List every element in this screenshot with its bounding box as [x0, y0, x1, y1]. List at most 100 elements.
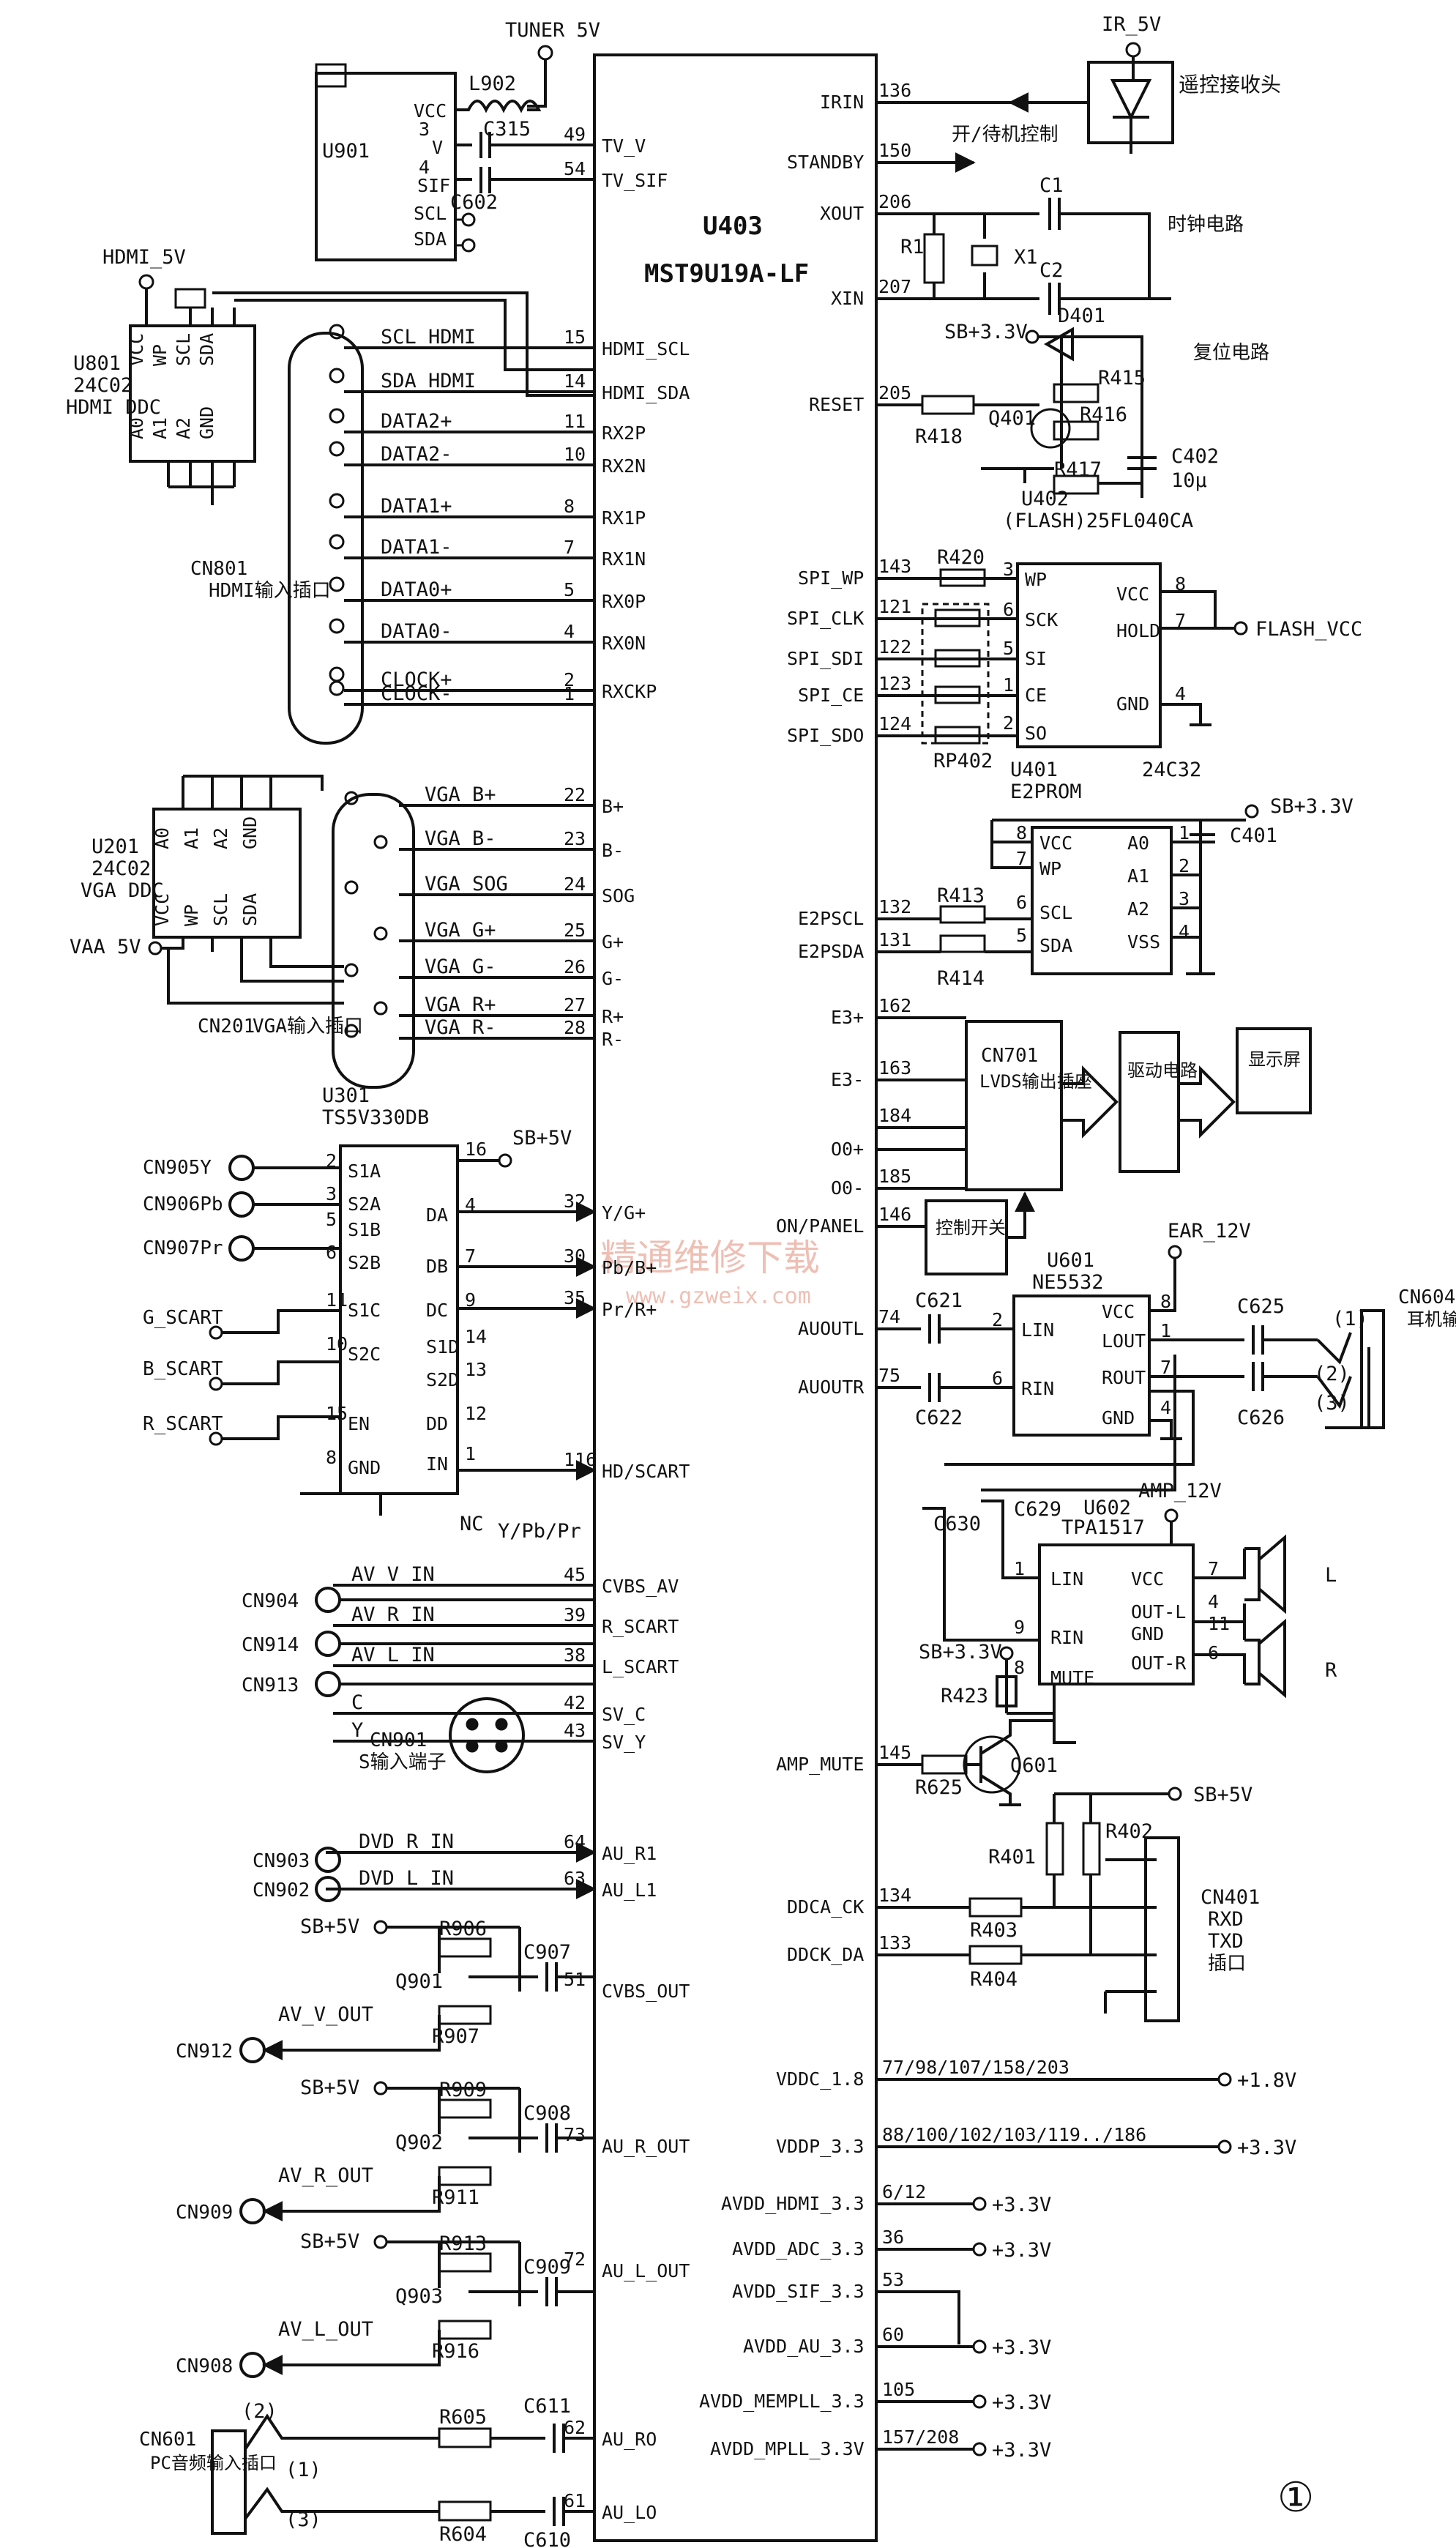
flash-pin-label: GND	[1116, 693, 1149, 715]
cn604-connector[interactable]	[1360, 1309, 1385, 1429]
u403-left-pin-number: 42	[564, 1692, 586, 1713]
u403-left-pin-number: 7	[564, 537, 575, 558]
c625-label: C625	[1237, 1295, 1285, 1318]
cn801-pin	[329, 576, 345, 592]
u601-ref: U601	[1047, 1249, 1094, 1272]
u403-left-pin-number: 39	[564, 1604, 586, 1625]
cn901-connector[interactable]	[449, 1697, 525, 1773]
u403-left-pin-number: 11	[564, 411, 586, 432]
flash-pin-label: WP	[1025, 569, 1047, 590]
u403-left-pin: Pr/R+35	[458, 1287, 657, 1320]
power-pin-name: VDDC_1.8	[776, 2068, 864, 2090]
u601-pin-num: 6	[992, 1368, 1003, 1389]
u403-right-pin-name: RESET	[809, 394, 864, 415]
u301-left-pin-num: 5	[326, 1209, 337, 1230]
u201-pin-label: A1	[181, 827, 202, 849]
u403-left-pin-number: 8	[564, 496, 575, 517]
cn601-mark-2: (2)	[242, 2400, 277, 2423]
rca-jack[interactable]	[239, 2352, 266, 2378]
u403-left-pin-name: AU_L_OUT	[602, 2260, 690, 2281]
cn801-pin	[329, 324, 345, 340]
u403-left-pin-number: 62	[564, 2417, 586, 2438]
u403-left-net-label: DATA0-	[381, 620, 452, 643]
rca-jack[interactable]	[315, 1587, 341, 1613]
u301-left-pin-label: GND	[348, 1457, 381, 1478]
u301-left-pin-num: 2	[326, 1150, 337, 1171]
u301-left-pin-label: EN	[348, 1413, 370, 1434]
u901-pin-v: V	[432, 137, 443, 158]
av-out-connector: CN912	[176, 2041, 233, 2063]
flash-pin-label: SI	[1025, 648, 1047, 669]
rca-jack[interactable]	[315, 1847, 341, 1873]
u403-right-pin-number: 122	[878, 636, 911, 658]
cn801-label: HDMI输入插口	[209, 580, 331, 602]
u403-left-pin-number: 10	[564, 444, 586, 465]
u403-left-pin-number: 54	[564, 158, 586, 179]
u201-pin-label: SDA	[239, 893, 261, 926]
cn604-label: 耳机输出插口	[1407, 1309, 1456, 1330]
d401-label: D401	[1058, 305, 1105, 327]
rca-jack[interactable]	[315, 1876, 341, 1902]
u901-ref: U901	[322, 140, 370, 163]
power-rail-label: +3.3V	[992, 2336, 1051, 2359]
cn201-pin	[344, 1024, 359, 1038]
power-rail-row: AVDD_AU_3.360+3.3V	[743, 2324, 1051, 2359]
cn601-ref: CN601	[139, 2429, 196, 2451]
r417-label: R417	[1054, 458, 1102, 481]
u602-pin-num: 8	[1014, 1657, 1025, 1678]
av-out-resistor	[438, 2098, 492, 2119]
u402-box	[1016, 562, 1162, 748]
u301-input-label: R_SCART	[143, 1413, 223, 1435]
u602-pin-label: MUTE	[1050, 1667, 1094, 1688]
u301-input-wire	[222, 1415, 340, 1440]
av-out-r-top: R913	[439, 2232, 487, 2255]
rca-jack[interactable]	[239, 2037, 266, 2063]
u901-box	[315, 72, 457, 261]
rca-jack[interactable]	[315, 1671, 341, 1697]
u201-pin-label: A2	[210, 827, 231, 849]
cn401-connector[interactable]	[1144, 1836, 1180, 2022]
u403-left-pin-name: AU_L1	[602, 1880, 657, 1901]
eeprom-pin-num: 4	[1179, 921, 1190, 942]
power-terminal	[972, 2442, 987, 2456]
u601-box	[1012, 1295, 1151, 1437]
u301-right-pin-label: IN	[426, 1453, 448, 1475]
u403-left-pin: Y/G+32	[458, 1191, 646, 1223]
av-out-q: Q901	[395, 1970, 443, 1993]
cn801-pin	[329, 441, 345, 457]
rca-jack[interactable]	[228, 1155, 255, 1181]
rca-jack[interactable]	[239, 2198, 266, 2224]
cn801-connector[interactable]	[288, 332, 364, 745]
u403-right-pin-name: E2PSDA	[798, 941, 864, 962]
rp402-element	[934, 649, 981, 668]
u301-right-pin-num: 9	[465, 1289, 476, 1311]
power-pin-name: AVDD_MEMPLL_3.3	[699, 2391, 865, 2412]
av-out-supply-label: SB+5V	[300, 2230, 359, 2253]
u403-left-pin-number: 15	[564, 327, 586, 348]
c315-label: C315	[483, 118, 531, 141]
rca-jack[interactable]	[228, 1191, 255, 1218]
u403-right-pin-name: SPI_CLK	[787, 608, 864, 629]
flash-pin-num: 3	[1003, 559, 1014, 580]
u403-left-pin-number: 49	[564, 124, 586, 145]
rca-jack[interactable]	[228, 1235, 255, 1262]
u602-ref: U602	[1083, 1497, 1131, 1519]
u801-pin-label: SDA	[196, 333, 217, 366]
rca-jack[interactable]	[315, 1631, 341, 1657]
u301-right-pin-num: 14	[465, 1326, 487, 1347]
u602-pin-num: 1	[1014, 1558, 1025, 1579]
u301-input-label: CN906Pb	[143, 1193, 223, 1215]
svideo-section: CN901 S输入端子	[359, 1697, 525, 1773]
cn601-connector[interactable]	[211, 2429, 247, 2535]
u602-pin-num: 7	[1208, 1558, 1219, 1579]
